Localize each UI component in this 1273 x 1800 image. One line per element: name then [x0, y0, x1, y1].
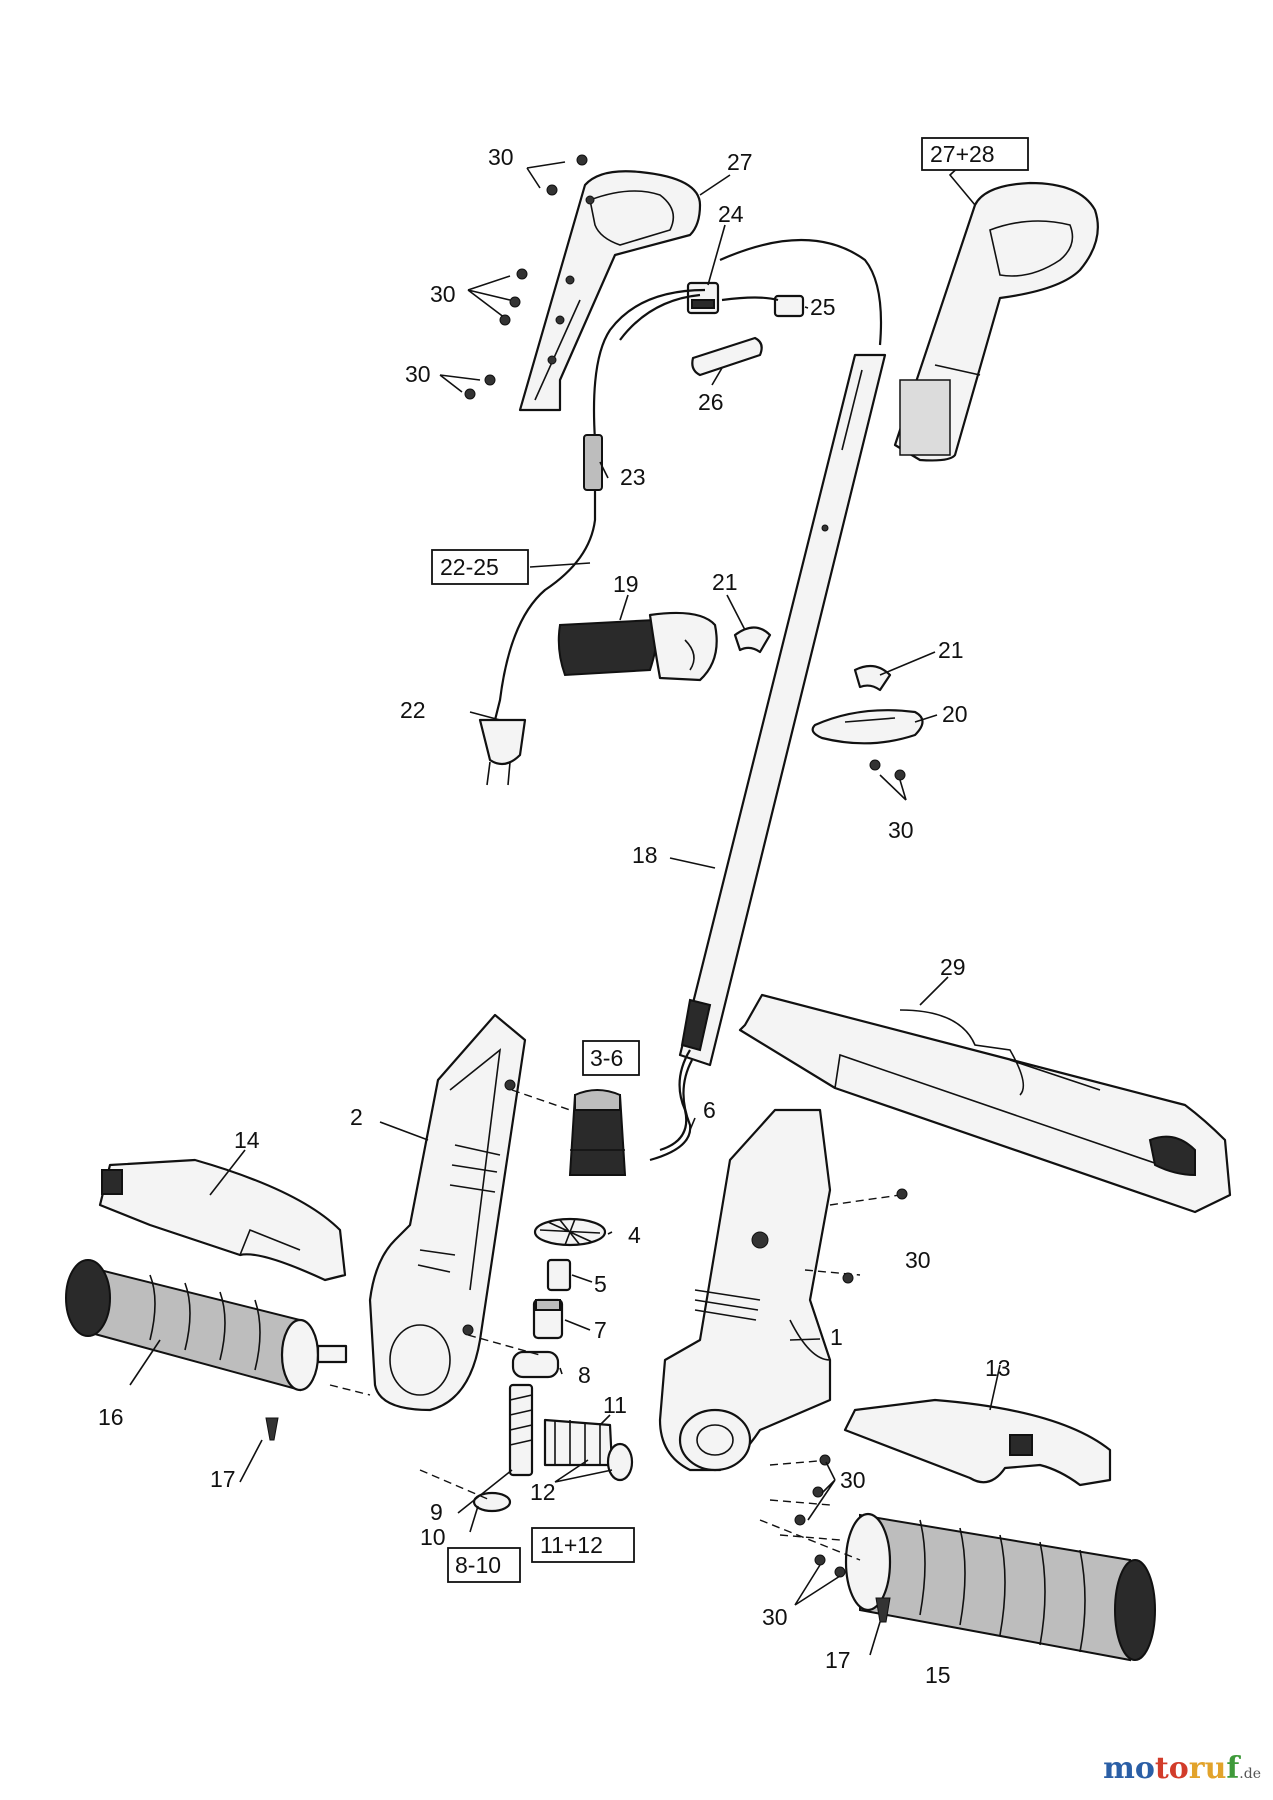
- label-17: 17: [825, 1647, 851, 1673]
- label-11-12: 11+12: [540, 1532, 603, 1558]
- clip-21-lower: [853, 664, 892, 692]
- label-20: 20: [942, 701, 968, 727]
- label-22-25: 22-25: [440, 554, 499, 580]
- switch-24: [686, 281, 720, 315]
- gear-11: [543, 1418, 614, 1467]
- connector-25: [773, 294, 805, 318]
- label-7: 7: [594, 1317, 607, 1343]
- label-16: 16: [98, 1404, 124, 1430]
- worm-shaft-9: [508, 1383, 534, 1477]
- label-30: 30: [405, 361, 431, 387]
- cover-13: [843, 1398, 1112, 1487]
- label-18: 18: [632, 842, 658, 868]
- label-29: 29: [940, 954, 966, 980]
- label-9: 9: [430, 1499, 443, 1525]
- label-26: 26: [698, 389, 724, 415]
- handle-assembly-27-28: [893, 181, 1099, 462]
- label-21: 21: [938, 637, 964, 663]
- gear-parts-12: [606, 1442, 634, 1482]
- housing-half-2: [368, 1013, 527, 1412]
- label-30: 30: [905, 1247, 931, 1273]
- tine-roller-16: [65, 1259, 348, 1392]
- plug-22: [478, 718, 527, 786]
- tine-roller-15: [844, 1512, 1156, 1662]
- label-15: 15: [925, 1662, 951, 1688]
- label-23: 23: [620, 464, 646, 490]
- label-22: 22: [400, 697, 426, 723]
- motor-leads-6: [649, 1049, 693, 1162]
- label-27: 27: [727, 149, 753, 175]
- label-17: 17: [210, 1466, 236, 1492]
- site-watermark: motoruf.de: [1103, 1751, 1261, 1786]
- cover-14: [98, 1158, 347, 1282]
- label-13: 13: [985, 1355, 1011, 1381]
- label-30: 30: [762, 1604, 788, 1630]
- handle-half-27: [518, 170, 702, 412]
- part-labels: 30 27 27+28 24 30 25 30 26 23 22-25 19 2…: [98, 137, 1029, 1688]
- motor-3-6: [568, 1089, 627, 1176]
- label-30: 30: [888, 817, 914, 843]
- rear-cover-29: [738, 993, 1232, 1214]
- label-11: 11: [603, 1392, 627, 1418]
- label-8-10: 8-10: [455, 1552, 501, 1578]
- fan-4: [533, 1217, 607, 1247]
- label-21: 21: [712, 569, 738, 595]
- label-2: 2: [350, 1104, 363, 1130]
- label-30: 30: [488, 144, 514, 170]
- label-8: 8: [578, 1362, 591, 1388]
- bracket-20: [811, 709, 924, 781]
- label-27-28: 27+28: [930, 141, 995, 167]
- housing-half-1: [658, 1108, 832, 1472]
- screw-17-left: [265, 1417, 279, 1441]
- leader-lines: [129, 161, 1001, 1656]
- label-4: 4: [628, 1222, 641, 1248]
- label-30: 30: [840, 1467, 866, 1493]
- label-3-6: 3-6: [590, 1045, 623, 1071]
- label-1: 1: [830, 1324, 843, 1350]
- label-10: 10: [420, 1524, 446, 1550]
- label-24: 24: [718, 201, 744, 227]
- handle-tube-18: [678, 353, 887, 1067]
- label-30: 30: [430, 281, 456, 307]
- screws-30-group: [439, 154, 588, 400]
- screws-30-housing: [794, 1188, 908, 1578]
- pinion-7: [532, 1298, 564, 1340]
- power-cable: [493, 239, 883, 721]
- switch-cover-26: [691, 336, 763, 377]
- clip-21-upper: [733, 626, 772, 654]
- label-19: 19: [613, 571, 639, 597]
- screw-17-right: [875, 1597, 891, 1623]
- label-5: 5: [594, 1271, 607, 1297]
- grip-19: [557, 611, 718, 682]
- label-6: 6: [703, 1097, 716, 1123]
- label-25: 25: [810, 294, 836, 320]
- label-12: 12: [530, 1479, 556, 1505]
- bushing-5: [546, 1258, 572, 1292]
- label-14: 14: [234, 1127, 260, 1153]
- bearing-8: [511, 1350, 560, 1379]
